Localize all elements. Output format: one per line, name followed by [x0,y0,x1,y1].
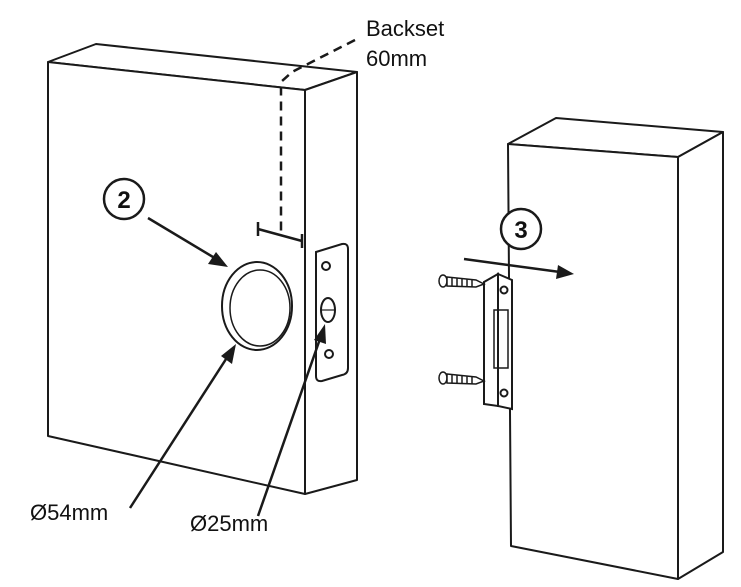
screw-bottom [439,372,484,384]
step-badge-2: 2 [104,179,144,219]
screw-top [439,275,484,287]
face-bore-hole [222,262,292,350]
frame-side-face [678,132,723,579]
frame-block [508,118,723,579]
step-number-3: 3 [514,217,527,244]
latch-plate [316,244,348,381]
strike-plate [484,274,512,409]
backset-label: Backset [366,16,444,41]
step-number-2: 2 [117,187,130,214]
door-block [48,44,357,494]
frame-front-face [508,144,678,579]
backset-value: 60mm [366,46,427,71]
step-badge-3: 3 [501,209,541,249]
edge-bore-label: Ø25mm [190,511,268,536]
face-bore-label: Ø54mm [30,500,108,525]
